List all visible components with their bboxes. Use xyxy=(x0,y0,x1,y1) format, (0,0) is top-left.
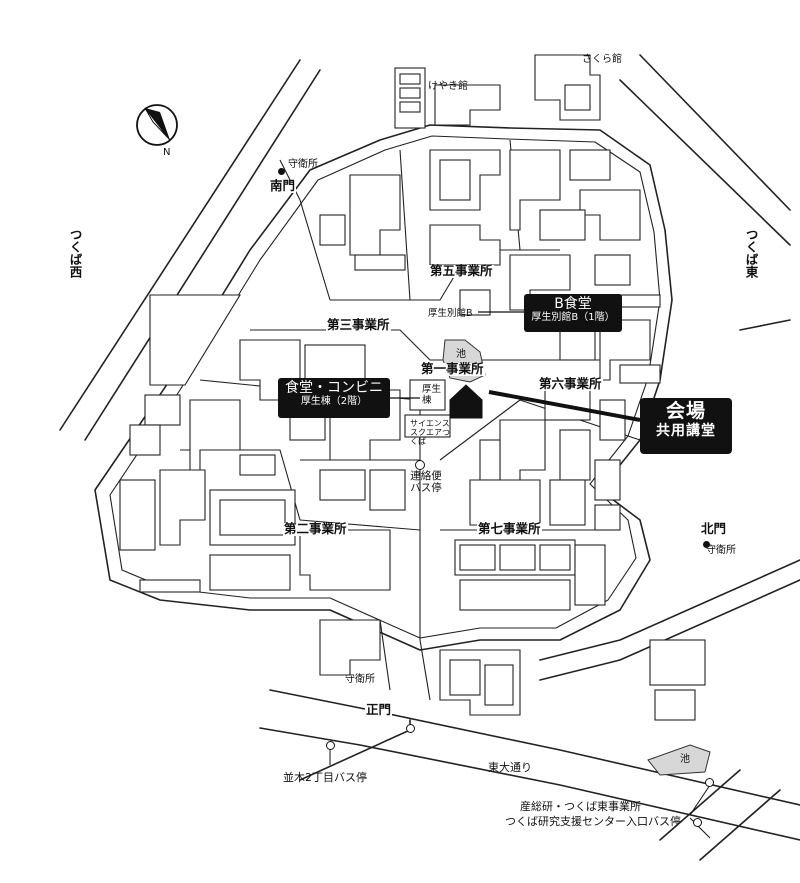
east-pond-label: 池 xyxy=(680,754,690,765)
cafeteria-main-subtitle: 厚生棟（2階） xyxy=(300,396,368,408)
cafeteria-main-title: 食堂・コンビニ xyxy=(285,380,383,396)
north-guardhouse-marker xyxy=(703,541,710,548)
welfare-building-label: 厚生棟 xyxy=(422,384,442,406)
science-square-label: サイエンススクエアつくば xyxy=(410,419,450,447)
site6-label: 第六事業所 xyxy=(538,376,603,391)
compass-north-label: N xyxy=(163,147,171,158)
aist-east-label: 産総研・つくば東事業所 xyxy=(520,800,641,813)
research-center-bus-marker xyxy=(693,818,702,827)
north-gate-label: 北門 xyxy=(700,521,728,536)
namiki-bus-stop-label: 並木2丁目バス停 xyxy=(283,771,367,784)
cafeteria-b-callout: B食堂 厚生別館B（1階） xyxy=(524,294,622,332)
site5-label: 第五事業所 xyxy=(429,263,494,278)
main-gate-label: 正門 xyxy=(365,702,393,717)
shuttle-bus-stop-label: 連絡便バス停 xyxy=(410,470,442,495)
north-guardhouse-label: 守衛所 xyxy=(706,545,736,556)
pond-label: 池 xyxy=(456,349,466,360)
namiki-bus-stop-marker xyxy=(326,741,335,750)
buildings xyxy=(119,54,706,721)
site7-label: 第七事業所 xyxy=(477,521,542,536)
main-guardhouse-label: 守衛所 xyxy=(345,674,375,685)
site3-label: 第三事業所 xyxy=(326,317,391,332)
cafeteria-main-callout: 食堂・コンビニ 厚生棟（2階） xyxy=(278,378,390,418)
tsukuba-east-road-label: つくば東 xyxy=(743,228,759,278)
shuttle-bus-stop-marker xyxy=(415,460,425,470)
venue-title: 会場 xyxy=(665,400,706,422)
aist-east-bus-marker xyxy=(705,778,714,787)
cafeteria-b-title: B食堂 xyxy=(554,296,592,312)
south-guardhouse-label: 守衛所 xyxy=(288,159,318,170)
compass-icon xyxy=(136,104,178,146)
cafeteria-b-subtitle: 厚生別館B（1階） xyxy=(531,312,615,324)
south-guardhouse-marker xyxy=(278,168,285,175)
outer-roads xyxy=(59,54,800,861)
venue-callout: 会場 共用講堂 xyxy=(640,398,732,454)
tsukuba-west-road-label: つくば西 xyxy=(67,228,83,278)
site2-label: 第二事業所 xyxy=(283,521,348,536)
annex-b-label: 厚生別館B xyxy=(428,308,473,319)
research-center-bus-label: つくば研究支援センター入口バス停 xyxy=(505,815,681,828)
site1-label: 第一事業所 xyxy=(420,361,485,376)
east-avenue-label: 東大通り xyxy=(488,761,532,774)
south-gate-label: 南門 xyxy=(269,178,297,193)
sakura-hall-label: さくら館 xyxy=(582,54,622,65)
keyaki-hall-label: けやき館 xyxy=(428,81,468,92)
venue-subtitle: 共用講堂 xyxy=(656,422,716,439)
main-gate-bus-marker xyxy=(406,724,415,733)
